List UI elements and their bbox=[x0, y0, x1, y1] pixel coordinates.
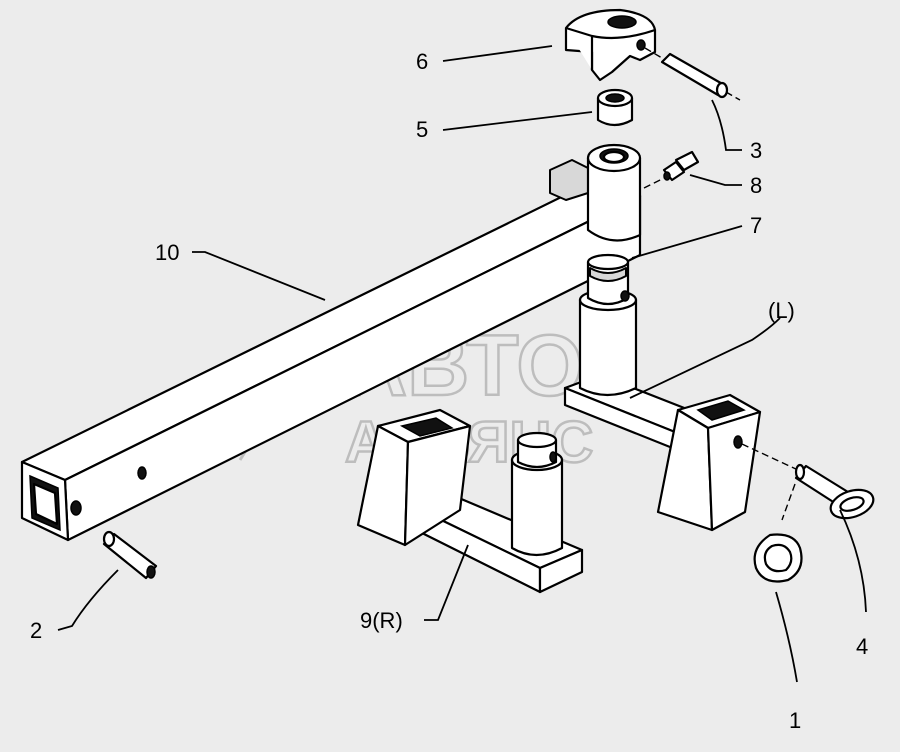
callout-3: 3 bbox=[750, 138, 762, 163]
callout-L: (L) bbox=[768, 298, 795, 323]
callout-labels: 6 5 3 8 7 10 (L) 9(R) 2 4 1 bbox=[30, 49, 868, 733]
leader-lines bbox=[57, 45, 867, 683]
callout-2: 2 bbox=[30, 618, 42, 643]
callout-5: 5 bbox=[416, 117, 428, 142]
part-6-clamp-head bbox=[564, 8, 657, 82]
callout-4: 4 bbox=[856, 634, 868, 659]
callout-1: 1 bbox=[789, 708, 801, 733]
part-9-right-foot bbox=[356, 408, 584, 594]
part-10-arm-tube bbox=[20, 176, 642, 542]
callout-7: 7 bbox=[750, 213, 762, 238]
callout-10: 10 bbox=[155, 240, 179, 265]
callout-9R: 9(R) bbox=[360, 608, 403, 633]
callout-8: 8 bbox=[750, 173, 762, 198]
callout-6: 6 bbox=[416, 49, 428, 74]
part-1-spring-clip bbox=[753, 483, 803, 583]
part-3-pin bbox=[644, 47, 741, 101]
part-5-bushing bbox=[596, 88, 634, 127]
part-2-roll-pin bbox=[102, 530, 158, 580]
part-4-lynch-pin bbox=[741, 443, 875, 520]
part-8-grease-nipple bbox=[643, 150, 700, 189]
arm-socket bbox=[549, 143, 642, 242]
part-L-foot bbox=[563, 253, 762, 532]
